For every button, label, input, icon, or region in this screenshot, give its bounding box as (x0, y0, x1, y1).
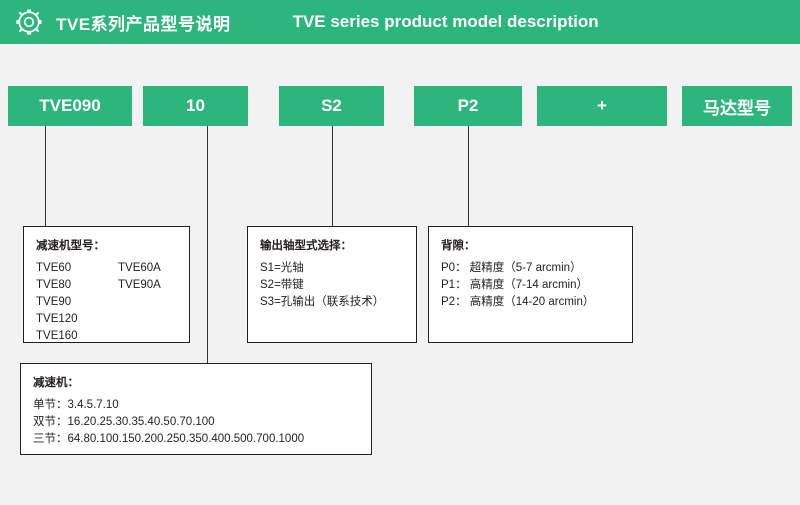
gearbox-model-cell: TVE60A (118, 262, 161, 274)
gearbox-row-1: TVE60 TVE60A (36, 260, 177, 277)
code-box-motor-model[interactable]: 马达型号 (682, 86, 792, 126)
gearbox-model-cell: TVE60 (36, 262, 72, 274)
desc-title-output-shaft: 输出轴型式选择： (260, 240, 352, 252)
connector-line-gearbox-model (45, 126, 46, 226)
connector-line-ratio (207, 126, 208, 363)
connector-line-output-shaft (332, 126, 333, 226)
output-shaft-line: S3=孔输出（联系技术） (260, 296, 385, 308)
backlash-line: P0： 超精度（5-7 arcmin） (441, 262, 582, 274)
backlash-line: P2： 高精度（14-20 arcmin） (441, 296, 595, 308)
desc-box-backlash: 背隙： P0： 超精度（5-7 arcmin） P1： 高精度（7-14 arc… (428, 226, 633, 343)
header-title-en: TVE series product model description (292, 12, 599, 31)
backlash-line: P1： 高精度（7-14 arcmin） (441, 279, 588, 291)
ratio-line: 三节：64.80.100.150.200.250.350.400.500.700… (33, 433, 305, 445)
code-box-gearbox-model[interactable]: TVE090 (8, 86, 132, 126)
code-box-plus[interactable]: + (537, 86, 667, 126)
gearbox-model-cell: TVE80 (36, 279, 72, 291)
header-bar: TVE系列产品型号说明 TVE series product model des… (0, 0, 800, 44)
code-box-ratio[interactable]: 10 (143, 86, 248, 126)
header-title-cn: TVE系列产品型号说明 (56, 14, 231, 34)
code-box-backlash[interactable]: P2 (414, 86, 522, 126)
ratio-line: 单节：3.4.5.7.10 (33, 399, 119, 411)
desc-box-ratio: 减速机： 单节：3.4.5.7.10 双节：16.20.25.30.35.40.… (20, 363, 372, 455)
gearbox-model-cell: TVE160 (36, 330, 78, 342)
desc-title-ratio: 减速机： (33, 377, 79, 389)
desc-title-gearbox-model: 减速机型号： (36, 240, 105, 252)
gearbox-row-3: TVE90 (36, 294, 177, 311)
desc-box-output-shaft: 输出轴型式选择： S1=光轴 S2=带键 S3=孔输出（联系技术） (247, 226, 417, 343)
output-shaft-line: S1=光轴 (260, 262, 304, 274)
gearbox-row-5: TVE160 (36, 328, 177, 345)
output-shaft-line: S2=带键 (260, 279, 304, 291)
gearbox-model-cell: TVE90 (36, 296, 72, 308)
gearbox-row-2: TVE80 TVE90A (36, 277, 177, 294)
desc-box-gearbox-model: 减速机型号： TVE60 TVE60A TVE80 TVE90A TVE90 T… (23, 226, 190, 343)
ratio-line: 双节：16.20.25.30.35.40.50.70.100 (33, 416, 215, 428)
gear-icon (14, 7, 44, 37)
connector-line-backlash (468, 126, 469, 226)
code-box-output-shaft[interactable]: S2 (279, 86, 384, 126)
gearbox-row-4: TVE120 (36, 311, 177, 328)
gearbox-model-cell: TVE90A (118, 279, 161, 291)
gearbox-model-cell: TVE120 (36, 313, 78, 325)
desc-title-backlash: 背隙： (441, 240, 476, 252)
